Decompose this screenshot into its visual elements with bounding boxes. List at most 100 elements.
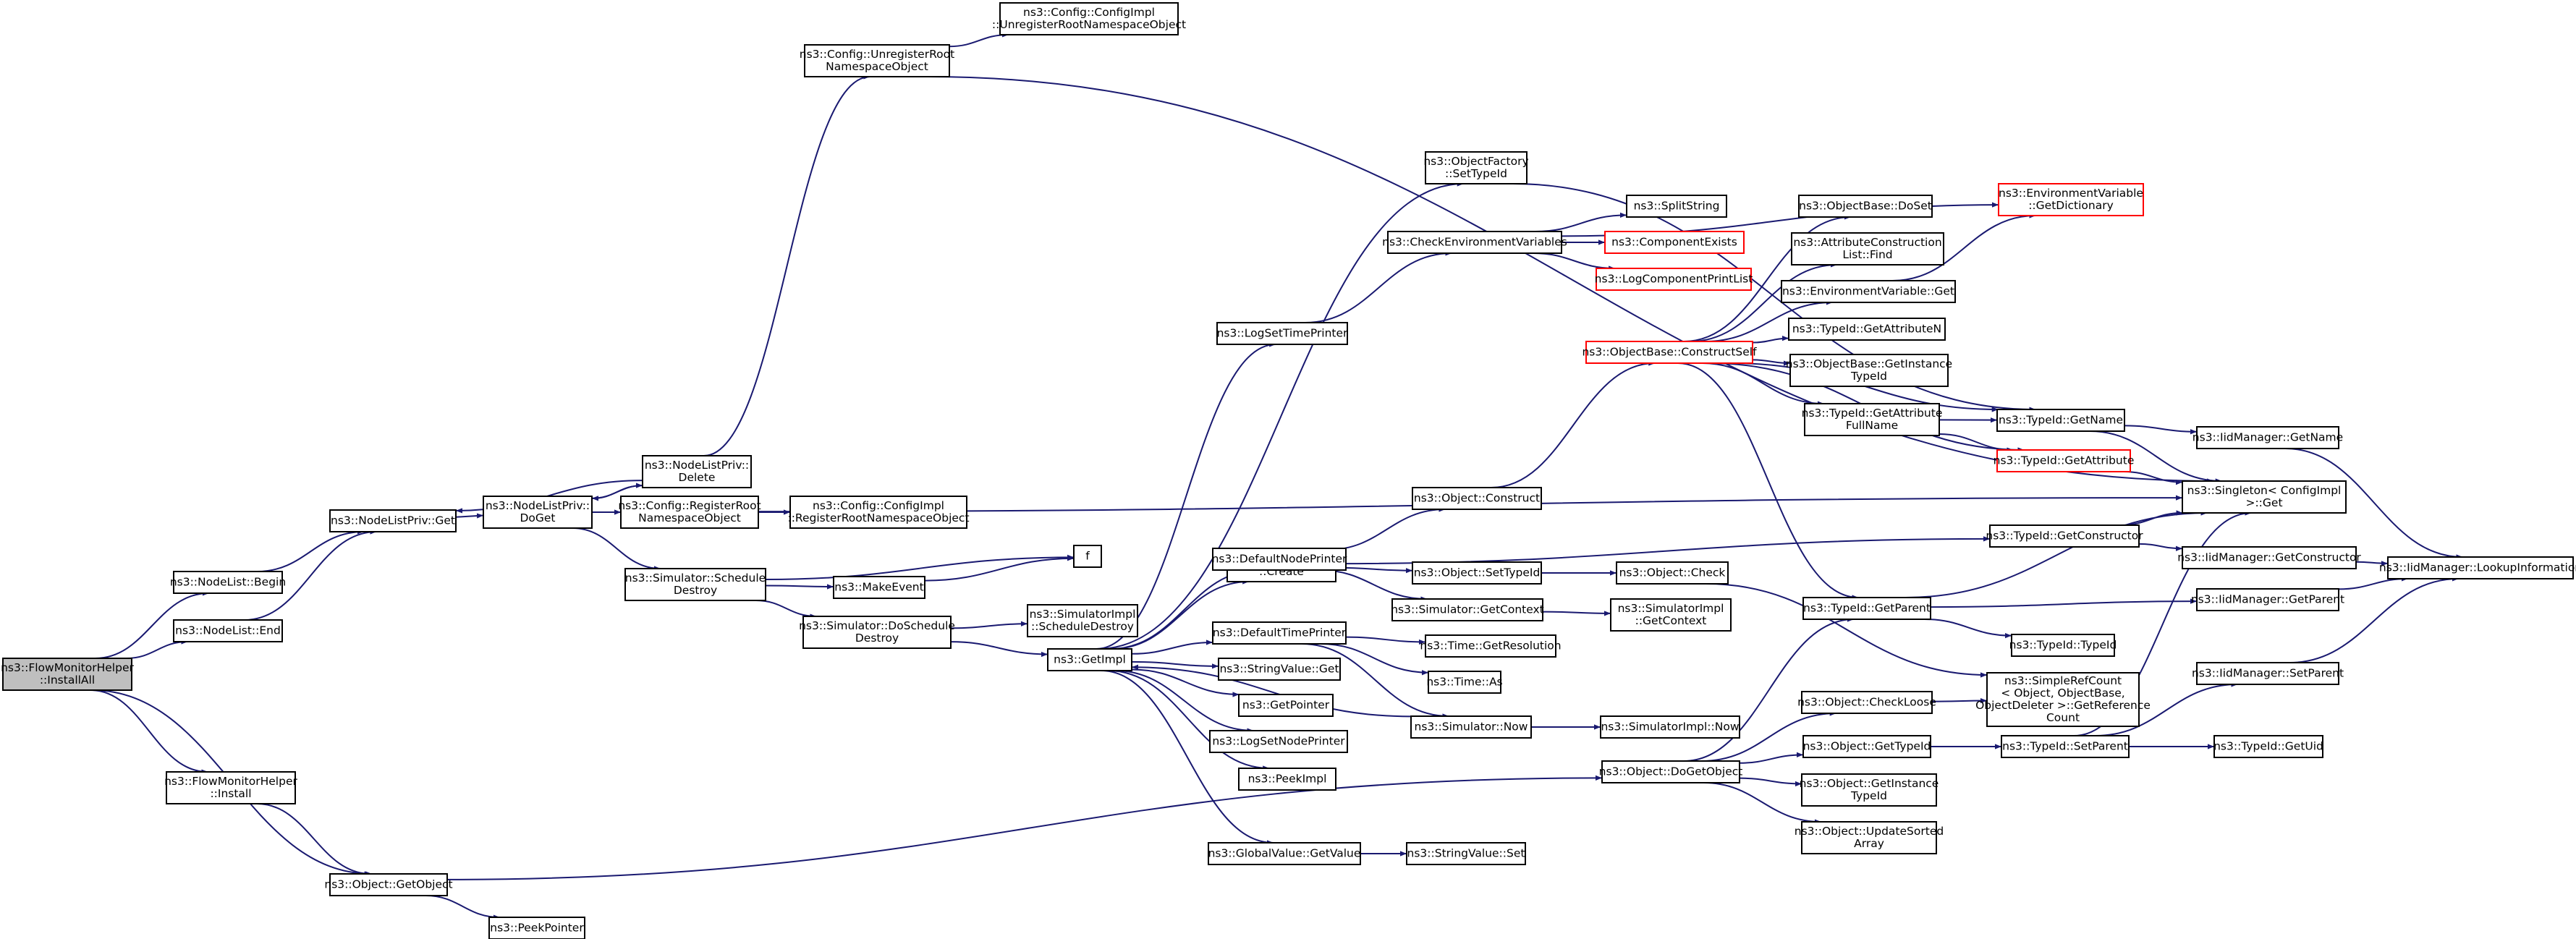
function-node-sim_getcontext[interactable]: ns3::Simulator::GetContext — [1391, 598, 1544, 621]
node-label-line: ns3::IidManager::GetName — [2192, 431, 2343, 444]
function-node-envvar_getdictionary[interactable]: ns3::EnvironmentVariable::GetDictionary — [1998, 183, 2144, 216]
function-node-defaulttimeprinter[interactable]: ns3::DefaultTimePrinter — [1212, 621, 1347, 645]
edge-line — [256, 803, 371, 877]
edge-line — [455, 513, 484, 519]
call-edge-iidmgr_setparent-to-iidmgr_lookupinformation — [2289, 576, 2459, 663]
function-node-iidmgr_getparent[interactable]: ns3::IidManager::GetParent — [2191, 588, 2344, 611]
edge-line — [1114, 670, 1254, 734]
edge-line — [1131, 640, 1213, 655]
function-node-objbase_doset[interactable]: ns3::ObjectBase::DoSet — [1798, 195, 1933, 218]
node-label-line: ns3::AttributeConstruction — [1793, 236, 1941, 249]
function-node-peekpointer[interactable]: ns3::PeekPointer — [488, 917, 585, 939]
node-box — [1801, 821, 1937, 854]
function-node-fmh_install[interactable]: ns3::FlowMonitorHelper::Install — [164, 771, 297, 804]
function-node-peekimpl[interactable]: ns3::PeekImpl — [1238, 768, 1336, 791]
function-node-envvar_get[interactable]: ns3::EnvironmentVariable::Get — [1781, 280, 1956, 303]
function-node-logcomponentprintlist[interactable]: ns3::LogComponentPrintList — [1595, 268, 1753, 291]
function-node-globalvalue_getvalue[interactable]: ns3::GlobalValue::GetValue — [1208, 842, 1361, 865]
function-node-nl_begin[interactable]: ns3::NodeList::Begin — [170, 571, 286, 594]
function-node-time_as[interactable]: ns3::Time::As — [1426, 671, 1503, 694]
function-node-iidmgr_getconstructor[interactable]: ns3::IidManager::GetConstructor — [2177, 546, 2361, 569]
function-node-nl_end[interactable]: ns3::NodeList::End — [173, 619, 283, 642]
function-node-logsetnodeprinter[interactable]: ns3::LogSetNodePrinter — [1209, 730, 1348, 753]
function-node-nlp_get[interactable]: ns3::NodeListPriv::Get — [329, 509, 457, 532]
function-node-sim_schedule_destroy[interactable]: ns3::Simulator::ScheduleDestroy — [624, 568, 766, 601]
function-node-obj_check[interactable]: ns3::Object::Check — [1616, 561, 1729, 585]
edge-line — [1684, 214, 1851, 342]
function-node-obj_getobject[interactable]: ns3::Object::GetObject — [324, 873, 453, 896]
call-edge-objfactory_create-to-typeid_getconstructor — [1335, 536, 1991, 565]
function-node-simimpl_schedule_destroy[interactable]: ns3::SimulatorImpl::ScheduleDestroy — [1027, 604, 1138, 637]
call-edge-typeid_getparent-to-iidmgr_getparent — [1930, 598, 2198, 608]
function-node-stringvalue_set[interactable]: ns3::StringValue::Set — [1406, 842, 1526, 865]
function-node-simplerefcount[interactable]: ns3::SimpleRefCount< Object, ObjectBase,… — [1975, 672, 2151, 727]
function-node-nlp_doget[interactable]: ns3::NodeListPriv::DoGet — [483, 496, 593, 529]
edge-line — [1739, 777, 1802, 787]
function-node-simimpl_now[interactable]: ns3::SimulatorImpl::Now — [1600, 715, 1740, 739]
edge-line — [1939, 433, 2014, 453]
function-node-obj_construct[interactable]: ns3::Object::Construct — [1412, 487, 1542, 510]
function-node-checkenvvars[interactable]: ns3::CheckEnvironmentVariables — [1382, 231, 1567, 254]
function-node-splitstring[interactable]: ns3::SplitString — [1626, 195, 1727, 218]
call-edge-obj_getobject-to-obj_dogetobject — [446, 775, 1603, 880]
function-node-iidmgr_setparent[interactable]: ns3::IidManager::SetParent — [2192, 662, 2344, 685]
edge-line — [1335, 566, 1413, 574]
node-box — [1073, 545, 1102, 568]
edge-line — [1098, 181, 1464, 650]
edge-line — [1701, 710, 1836, 762]
function-node-defaultnodeprinter[interactable]: ns3::DefaultNodePrinter — [1212, 548, 1347, 571]
function-node-obj_dogetobject[interactable]: ns3::Object::DoGetObject — [1599, 760, 1743, 783]
edge-line — [126, 639, 188, 659]
call-edge-typeid_setparent-to-iidmgr_setparent — [2095, 681, 2238, 736]
function-node-obj_gettypeid[interactable]: ns3::Object::GetTypeId — [1802, 735, 1931, 758]
function-node-typeid_getparent[interactable]: ns3::TypeId::GetParent — [1802, 597, 1931, 620]
function-node-typeid_getattribute[interactable]: ns3::TypeId::GetAttribute — [1994, 449, 2135, 472]
call-edge-typeid_getname-to-iidmgr_getname — [2124, 425, 2198, 435]
function-node-time_getresolution[interactable]: ns3::Time::GetResolution — [1420, 634, 1562, 658]
function-node-singleton_get[interactable]: ns3::Singleton< ConfigImpl >::Get — [2182, 480, 2347, 514]
function-node-typeid_getconstructor[interactable]: ns3::TypeId::GetConstructor — [1986, 524, 2143, 548]
function-node-objbase_constructself[interactable]: ns3::ObjectBase::ConstructSelf — [1582, 341, 1757, 364]
node-box — [999, 2, 1179, 35]
function-node-iidmgr_getname[interactable]: ns3::IidManager::GetName — [2192, 426, 2343, 449]
function-node-typeid_setparent[interactable]: ns3::TypeId::SetParent — [2001, 735, 2130, 758]
node-box — [2182, 546, 2357, 569]
node-box — [1412, 487, 1542, 510]
function-node-cfgimpl_reg[interactable]: ns3::Config::ConfigImpl::RegisterRootNam… — [787, 496, 970, 529]
function-node-obj_checkloose[interactable]: ns3::Object::CheckLoose — [1797, 691, 1936, 714]
function-node-stringvalue_get[interactable]: ns3::StringValue::Get — [1218, 658, 1341, 681]
function-node-obj_settypeid[interactable]: ns3::Object::SetTypeId — [1412, 561, 1542, 585]
function-node-sim_now[interactable]: ns3::Simulator::Now — [1410, 715, 1532, 739]
function-node-typeid_typeid[interactable]: ns3::TypeId::TypeId — [2009, 634, 2117, 657]
function-node-typeid_getname[interactable]: ns3::TypeId::GetName — [1996, 409, 2125, 432]
node-label-line: ns3::Object::GetObject — [324, 878, 452, 891]
function-node-getimpl[interactable]: ns3::GetImpl — [1047, 648, 1132, 671]
function-node-simimpl_getcontext[interactable]: ns3::SimulatorImpl::GetContext — [1610, 598, 1732, 632]
edge-line — [2124, 471, 2183, 485]
function-node-iidmgr_lookupinformation[interactable]: ns3::IidManager::LookupInformation — [2379, 556, 2576, 579]
function-node-makeevent[interactable]: ns3::MakeEvent — [833, 576, 925, 599]
function-node-cfgimpl_unreg[interactable]: ns3::Config::ConfigImpl::UnregisterRootN… — [992, 2, 1186, 35]
function-node-f[interactable]: f — [1073, 545, 1102, 568]
function-node-cfg_unreg[interactable]: ns3::Config::UnregisterRootNamespaceObje… — [800, 44, 954, 77]
node-box — [789, 496, 967, 529]
function-node-cfg_reg[interactable]: ns3::Config::RegisterRootNamespaceObject — [618, 496, 761, 529]
function-node-logsettimeprinter[interactable]: ns3::LogSetTimePrinter — [1216, 322, 1348, 345]
function-node-typeid_getattributen[interactable]: ns3::TypeId::GetAttributeN — [1788, 318, 1946, 341]
function-node-objfactory_settypeid[interactable]: ns3::ObjectFactory::SetTypeId — [1423, 151, 1529, 184]
function-node-nlp_delete[interactable]: ns3::NodeListPriv::Delete — [642, 455, 752, 488]
function-node-root[interactable]: ns3::FlowMonitorHelper::InstallAll — [1, 658, 134, 691]
function-node-getpointer[interactable]: ns3::GetPointer — [1238, 694, 1334, 717]
node-label-line: ns3::Object::CheckLoose — [1797, 696, 1936, 709]
edge-line — [2138, 543, 2183, 551]
node-label-line: ns3::SimulatorImpl — [1618, 602, 1724, 615]
function-node-componentexists[interactable]: ns3::ComponentExists — [1604, 231, 1745, 254]
function-node-typeid_getuid[interactable]: ns3::TypeId::GetUid — [2213, 735, 2323, 758]
call-edge-typeid_getparent-to-typeid_typeid — [1924, 619, 2012, 639]
